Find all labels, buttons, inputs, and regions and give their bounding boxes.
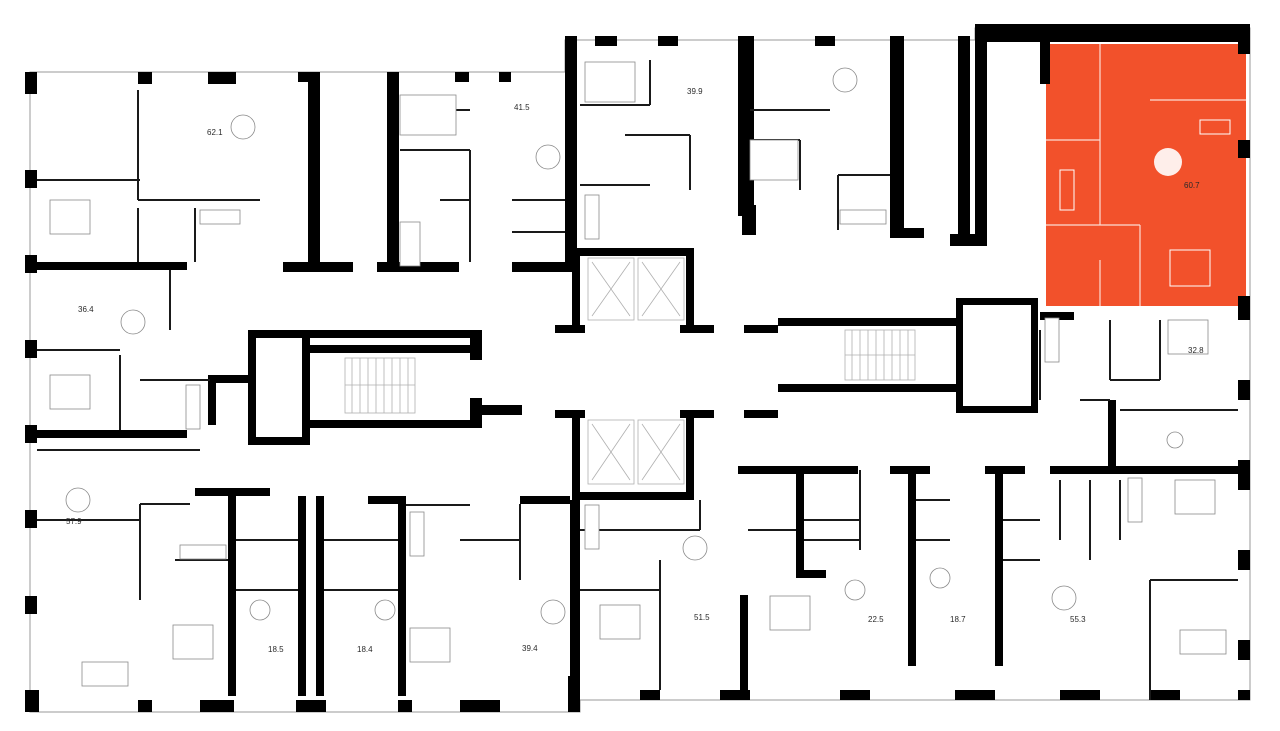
partitions <box>37 60 1238 700</box>
area-label-41-5: 41.5 <box>514 103 530 112</box>
highlight-fill <box>1046 44 1246 306</box>
area-label-39-4: 39.4 <box>522 644 538 653</box>
furniture <box>49 61 1227 687</box>
area-labels: 62.1 41.5 39.9 60.7 36.4 32.8 57.9 18.5 … <box>66 87 1204 654</box>
stairs <box>344 329 916 414</box>
area-label-32-8: 32.8 <box>1188 346 1204 355</box>
walls <box>25 24 1250 712</box>
area-label-22-5: 22.5 <box>868 615 884 624</box>
area-label-18-5: 18.5 <box>268 645 284 654</box>
area-label-60-7: 60.7 <box>1184 181 1200 190</box>
area-label-55-3: 55.3 <box>1070 615 1086 624</box>
area-label-18-4: 18.4 <box>357 645 373 654</box>
area-label-51-5: 51.5 <box>694 613 710 622</box>
area-label-36-4: 36.4 <box>78 305 94 314</box>
area-label-18-7: 18.7 <box>950 615 966 624</box>
area-label-62-1: 62.1 <box>207 128 223 137</box>
area-label-57-9: 57.9 <box>66 517 82 526</box>
apartment-60-7-highlight[interactable] <box>1046 44 1246 306</box>
area-label-39-9: 39.9 <box>687 87 703 96</box>
elevators <box>587 257 685 485</box>
